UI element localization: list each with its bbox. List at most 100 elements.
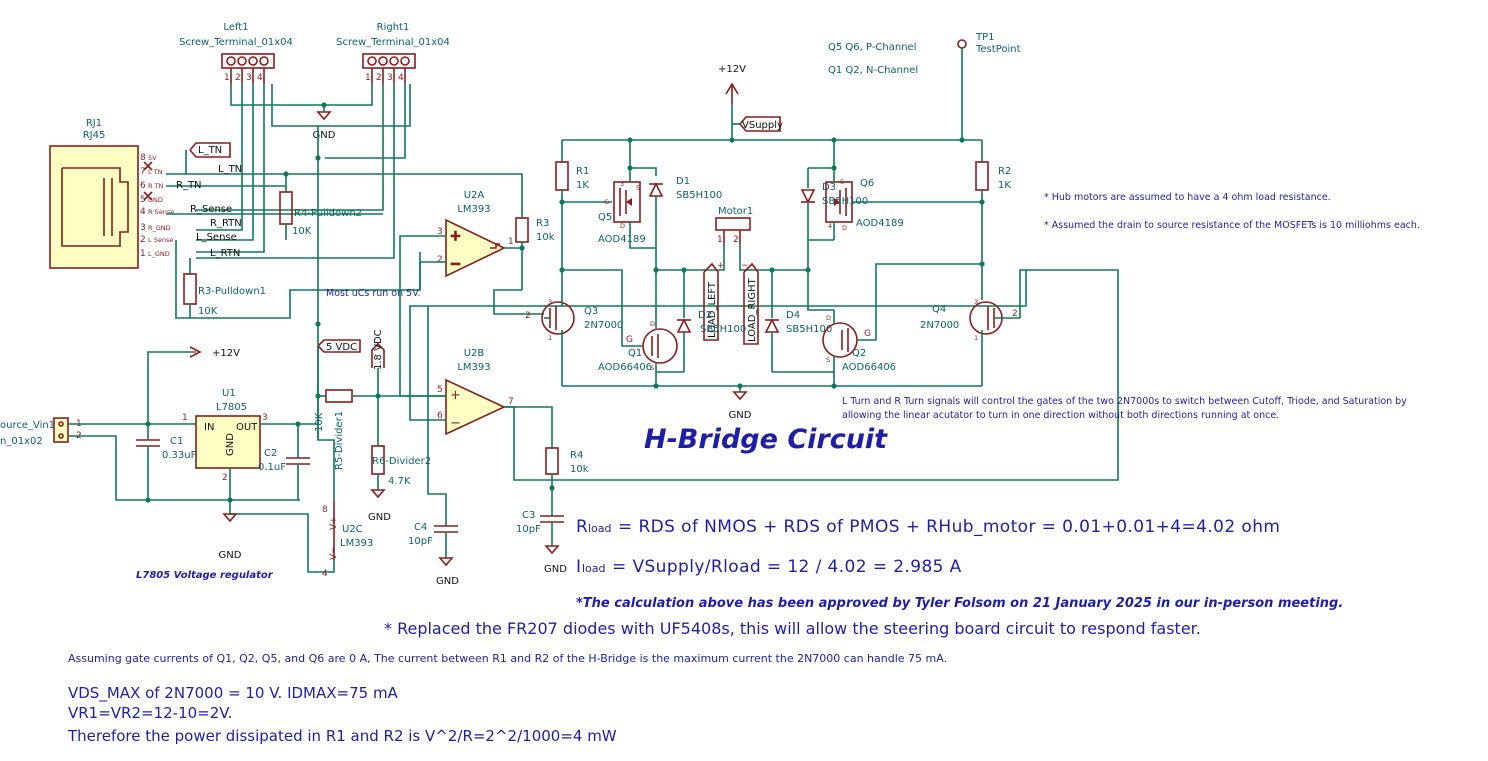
net-load-left: LOAD_LEFT — [707, 281, 718, 338]
plus12-label-power: +12V — [212, 348, 240, 359]
note-vr: VR1=VR2=12-10=2V. — [68, 704, 232, 722]
motor-minus: − — [741, 261, 749, 271]
rj45-pin-5-name: GND — [148, 196, 163, 204]
u2a-pin-2: 2 — [437, 255, 443, 265]
motor1: Motor1 1 2 + − — [715, 206, 753, 271]
q6-value: AOD4189 — [856, 218, 904, 229]
c3-capacitor: C3 10pF GND — [516, 510, 567, 575]
note-turn-line2: allowing the linear acutator to turn in … — [842, 410, 1279, 421]
left-terminal-pin-3: 3 — [246, 73, 252, 83]
r3-pulldown1-ref: R3-Pulldown1 — [198, 286, 266, 297]
net-l-sense: L_Sense — [196, 232, 237, 243]
q3-ref: Q3 — [584, 306, 598, 317]
eq2-lhs: I — [576, 557, 581, 577]
u2c-vplus: V+ — [329, 516, 339, 530]
r4-pulldown2-value: 10K — [292, 226, 312, 237]
source-ref: ource_Vin1 — [0, 420, 55, 431]
r4-value: 10k — [570, 464, 589, 475]
svg-text:5: 5 — [840, 178, 844, 186]
u1-out-label: OUT — [236, 422, 258, 433]
u1-in-label: IN — [204, 422, 214, 433]
q1-ref: Q1 — [628, 348, 642, 359]
svg-text:3: 3 — [548, 298, 552, 306]
note-voltage-regulator: L7805 Voltage regulator — [136, 570, 274, 581]
svg-text:−: − — [450, 416, 461, 431]
q4-nmosfet: 31 2 Q4 2N7000 — [920, 269, 1026, 386]
rj45-pin-2: 2 — [140, 235, 146, 245]
note-most-uc: Most uCs run on 5V. — [326, 288, 421, 299]
u1-pin-1: 1 — [182, 413, 188, 423]
note-approved: *The calculation above has been approved… — [576, 596, 1343, 611]
left-terminal-value: Screw_Terminal_01x04 — [179, 37, 293, 48]
u2b-loop-wire — [409, 269, 1119, 481]
rj45-pin-6: 6 — [140, 181, 146, 191]
d2-diode: D2 SB5H100 — [676, 267, 746, 372]
u1-regulator: U1 L7805 IN OUT GND 1 2 3 — [182, 388, 268, 483]
note-replaced: * Replaced the FR207 diodes with UF5408s… — [384, 619, 1201, 638]
r4-ref: R4 — [570, 450, 583, 461]
gnd-label-r6: GND — [368, 512, 391, 523]
left-terminal-pin-1: 1 — [224, 73, 230, 83]
c1-value: 0.33uF — [162, 450, 197, 461]
d3-diode: D3 SB5H100 — [800, 168, 868, 273]
q1-pin-s: S — [650, 364, 654, 372]
note-turn-line1: L Turn and R Turn signals will control t… — [842, 396, 1407, 407]
r6-divider2: R6-Divider2 4.7K GND — [368, 396, 431, 523]
u2b-ref: U2B — [464, 348, 485, 359]
rj45-value: RJ45 — [83, 130, 106, 141]
d1-diode: D1 SB5H100 — [648, 176, 722, 318]
r6-value: 4.7K — [388, 476, 411, 487]
r4-resistor: R4 10k — [545, 447, 589, 516]
c4-value: 10pF — [408, 536, 433, 547]
d4-diode: D4 SB5H100 — [764, 267, 832, 372]
u2a-pin-3: 3 — [437, 227, 443, 237]
r2-ref: R2 — [998, 166, 1011, 177]
net-l-tn-wire: L_TN — [218, 164, 242, 175]
svg-text:3: 3 — [620, 180, 624, 188]
q2-pin-s: S — [826, 356, 830, 364]
net-flag-load-left: LOAD_LEFT — [703, 262, 719, 341]
q5-pmosfet: 53 G D Q5 AOD4189 — [598, 140, 646, 245]
r3-ref: R3 — [536, 218, 549, 229]
q5-value: AOD4189 — [598, 234, 646, 245]
left-terminal-pin-4: 4 — [257, 73, 263, 83]
u2c-pin-8: 8 — [322, 505, 328, 515]
rj45-pin-4-name: R Sense — [148, 208, 174, 216]
plus12-power: +12V — [147, 346, 240, 424]
rj45-pin-7-name: L TN — [148, 168, 163, 176]
rj45-pin-1-name: L_GND — [148, 250, 170, 258]
eq1-lhs: R — [576, 517, 588, 537]
net-flag-l-tn-label: L_TN — [198, 145, 222, 156]
q1-pin-g: G — [626, 335, 633, 345]
d2-ref: D2 — [698, 310, 712, 321]
motor-pin-2: 2 — [733, 235, 739, 245]
d2-value: SB5H100 — [700, 324, 746, 335]
right-terminal-pin-3: 3 — [387, 73, 393, 83]
u1-pin-3: 3 — [262, 413, 268, 423]
q2-pin-d: D — [826, 314, 831, 322]
c2-capacitor: C2 0.1uF — [258, 424, 310, 500]
r4-pulldown2: R4-Pulldown2 10K — [279, 171, 362, 240]
u2c-pin-4: 4 — [322, 569, 328, 579]
gnd-label-c3: GND — [544, 564, 567, 575]
motor-plus: + — [717, 261, 725, 271]
hbridge-title: H-Bridge Circuit — [644, 424, 888, 455]
c3-ref: C3 — [522, 510, 535, 521]
u2c-value: LM393 — [340, 538, 373, 549]
gnd-label-c4: GND — [436, 576, 459, 587]
note-assuming: Assuming gate currents of Q1, Q2, Q5, an… — [68, 652, 947, 665]
svg-text:4: 4 — [828, 222, 832, 230]
plus12-label-top: +12V — [718, 64, 746, 75]
motor-pin-1: 1 — [717, 235, 723, 245]
note-rds: * Assumed the drain to source resistance… — [1044, 220, 1420, 231]
q4-value: 2N7000 — [920, 320, 959, 331]
rj45-pin-3-name: R_GND — [148, 224, 171, 232]
q6-pin-d: D — [842, 224, 847, 232]
net-5vdc-label: 5 VDC — [326, 342, 357, 353]
c2-value: 0.1uF — [258, 462, 286, 473]
right-terminal-pin-1: 1 — [365, 73, 371, 83]
tp1-ref: TP1 — [975, 32, 995, 43]
gnd-label-power: GND — [219, 550, 242, 561]
u1-gnd-label: GND — [225, 433, 236, 456]
